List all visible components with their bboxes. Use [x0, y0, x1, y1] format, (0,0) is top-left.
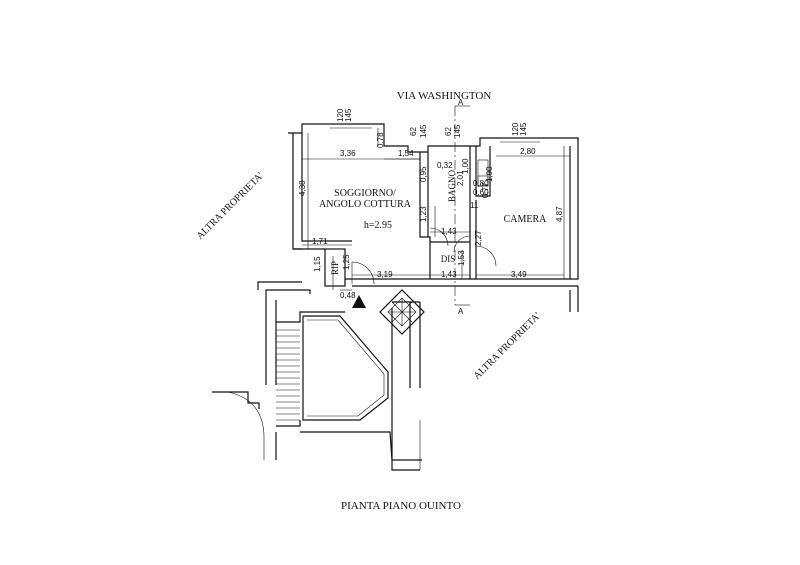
adjacent-left-label: ALTRA PROPRIETA'	[195, 170, 266, 241]
dim-label: 11	[470, 201, 479, 210]
dim-label: 145	[453, 124, 462, 138]
dim-label: 3,49	[511, 270, 527, 279]
dim-label: 4,87	[555, 206, 564, 222]
dim-label: 145	[344, 108, 353, 122]
room-height: h=2.95	[364, 220, 392, 231]
dim-label: 0,78	[376, 132, 385, 148]
dim-label: 0,32	[437, 161, 453, 170]
dim-label: 145	[519, 122, 528, 136]
dim-label: 2,80	[520, 147, 536, 156]
dim-label: 145	[419, 124, 428, 138]
dim-label: 2,27	[474, 230, 483, 246]
dim-label: 2,01	[456, 170, 465, 186]
dim-label: 1,00	[461, 158, 470, 174]
room-dis: DIS	[441, 254, 456, 264]
adjacent-right-label: ALTRA PROPRIETA'	[472, 310, 543, 381]
dim-label: 4,38	[298, 180, 307, 196]
room-rip: RIP	[330, 261, 340, 275]
elevator	[379, 289, 425, 335]
rip-closet	[324, 248, 346, 287]
dimension-labels: 3,36 1,54 2,80 4,38 4,87 1,71 1,15 1,25 …	[298, 108, 564, 300]
entrance-arrow-icon	[352, 295, 366, 308]
dim-label: 62	[444, 127, 453, 136]
street-label: VIA WASHINGTON	[397, 90, 492, 102]
room-bagno: BAGNO	[447, 170, 457, 203]
dim-label: 1,54	[398, 149, 414, 158]
dim-label: 0,80	[473, 179, 489, 188]
apartment-walls	[288, 123, 579, 312]
dim-label: 0,77	[481, 182, 490, 198]
room-camera: CAMERA	[504, 214, 548, 225]
dim-label: 120	[336, 108, 345, 122]
dim-label: 0,60	[473, 188, 489, 197]
dim-label: 1,25	[342, 254, 351, 270]
room-soggiorno-line2: ANGOLO COTTURA	[319, 199, 412, 210]
dim-label: 1,90	[485, 166, 494, 182]
dim-label: 1,15	[313, 256, 322, 272]
door-swings	[351, 227, 497, 285]
dim-label: 62	[409, 127, 418, 136]
section-marker-top: A	[458, 98, 464, 107]
plan-caption: PIANTA PIANO OUINTO	[341, 500, 461, 512]
stairwell	[212, 281, 422, 471]
dim-label: 1,23	[419, 206, 428, 222]
room-soggiorno-line1: SOGGIORNO/	[334, 188, 396, 199]
dim-label: 120	[511, 122, 520, 136]
dim-label: 3,19	[377, 270, 393, 279]
dim-label: 1,43	[441, 227, 457, 236]
dim-label: 1,71	[312, 237, 328, 246]
section-marker-bottom: A	[458, 307, 464, 316]
dimension-lines	[302, 128, 570, 291]
dim-label: 0,95	[419, 166, 428, 182]
dim-label: 0,48	[340, 291, 356, 300]
section-line: A A	[454, 98, 470, 316]
dim-label: 1,53	[457, 250, 466, 266]
dim-label: 1,43	[441, 270, 457, 279]
dim-label: 3,36	[340, 149, 356, 158]
